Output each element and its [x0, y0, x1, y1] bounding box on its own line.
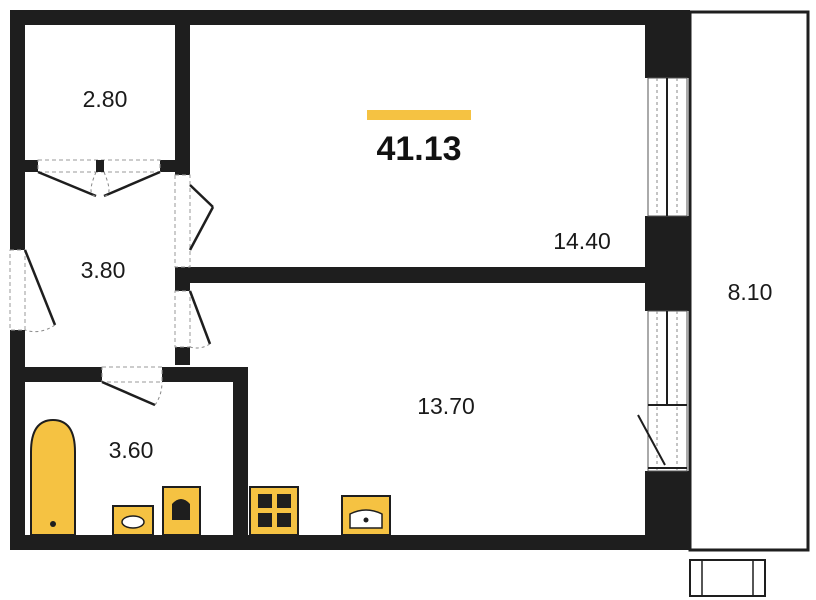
sink-icon	[341, 495, 391, 536]
wall-outer-top	[10, 10, 690, 25]
wall-outer-right-mid	[645, 216, 690, 311]
door-room[interactable]	[188, 184, 215, 251]
wall-hall-right-lower	[175, 283, 190, 291]
area-label-storage: 2.80	[83, 86, 128, 112]
wall-outer-right-bottom	[645, 471, 690, 550]
wall-room-divider	[175, 267, 660, 283]
area-label-loggia: 8.10	[728, 279, 773, 305]
door-opening-entrance	[9, 249, 26, 331]
area-label-hallway: 3.80	[81, 257, 126, 283]
washbasin-icon	[112, 505, 154, 536]
area-label-kitchen: 13.70	[417, 393, 475, 419]
door-opening-kitchen	[174, 290, 191, 348]
bathtub-icon	[30, 418, 76, 536]
loggia-outline	[688, 10, 810, 552]
door-bathroom[interactable]	[101, 380, 163, 407]
wall-storage-bottom-left	[10, 160, 38, 172]
wall-bath-top-left	[10, 367, 102, 382]
window-kitchen	[637, 310, 688, 472]
wall-left-stub-top	[10, 172, 25, 250]
door-opening-room	[174, 174, 191, 268]
door-storage[interactable]	[37, 160, 161, 198]
total-area-label: 41.13	[376, 130, 461, 168]
loggia-balcony-step	[689, 559, 766, 597]
window-room	[647, 77, 688, 217]
wall-left-stub-bottom	[10, 330, 25, 370]
wall-storage-bottom-right	[160, 160, 190, 172]
door-kitchen[interactable]	[188, 290, 212, 349]
area-label-room: 14.40	[553, 228, 611, 254]
wall-outer-right-top	[645, 10, 690, 78]
stove-icon	[249, 486, 299, 536]
total-area-accent-bar	[367, 110, 471, 120]
wall-hall-right-bottom	[175, 347, 190, 365]
toilet-icon	[162, 486, 201, 536]
wall-bath-top-right	[162, 367, 247, 382]
wall-storage-right	[175, 10, 190, 175]
area-label-bathroom: 3.60	[109, 437, 154, 463]
door-entrance[interactable]	[23, 249, 57, 333]
door-opening-bathroom	[101, 366, 163, 383]
wall-outer-bottom	[10, 535, 690, 550]
wall-bath-right	[233, 367, 248, 550]
